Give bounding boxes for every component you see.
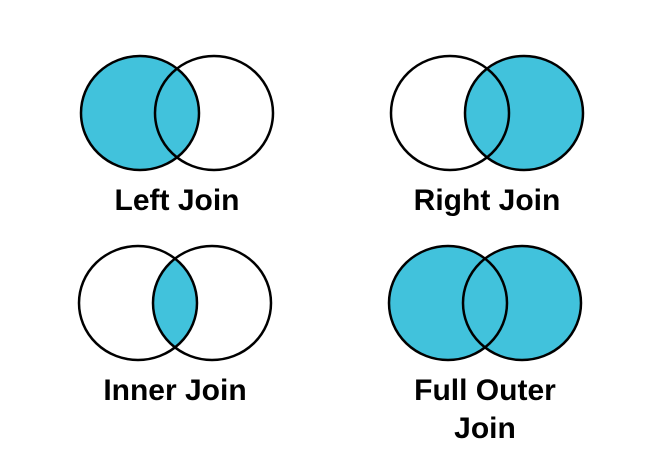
right-join-label: Right Join (413, 184, 561, 217)
left-circle-outline (389, 54, 511, 172)
right-circle-outline (153, 54, 275, 172)
left-circle-outline (77, 244, 199, 362)
full-outer-join-venn-icon (387, 244, 583, 362)
full-outer-join-diagram: Full Outer Join (378, 236, 592, 448)
right-join-venn-icon (389, 54, 585, 172)
left-circle-outline (79, 54, 201, 172)
left-circle-fill (81, 56, 199, 170)
left-join-diagram: Left Join (70, 46, 284, 220)
inner-join-venn-icon (77, 244, 273, 362)
right-circle-outline (461, 244, 583, 362)
full-outer-join-label: Full Outer Join (414, 374, 556, 445)
right-circle-fill (463, 246, 581, 360)
inner-join-label: Inner Join (103, 374, 247, 407)
right-circle-outline (463, 54, 585, 172)
left-circle-outline (387, 244, 509, 362)
right-circle-fill (465, 56, 583, 170)
left-join-label: Left Join (114, 184, 240, 217)
right-circle-outline (151, 244, 273, 362)
left-join-venn-icon (79, 54, 275, 172)
intersection-fill (152, 258, 198, 348)
right-join-diagram: Right Join (380, 46, 594, 220)
inner-join-diagram: Inner Join (68, 236, 282, 410)
